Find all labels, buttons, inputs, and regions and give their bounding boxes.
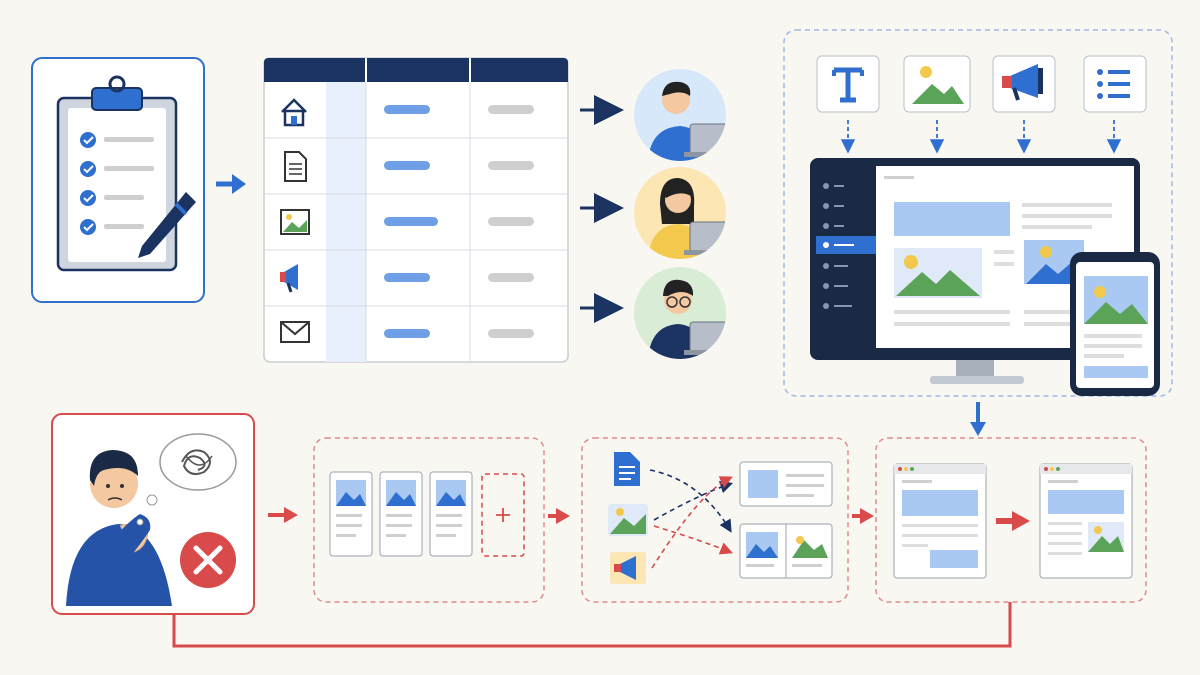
content-card [379,471,423,557]
layout-target [739,523,833,579]
plus-icon [481,473,525,557]
pen-icon [138,192,196,258]
page-stage [875,437,1147,603]
doc-icon [614,452,640,486]
megaphone-icon [280,264,298,293]
arrows-table-to-team [580,95,624,323]
arrow-bottom-1 [268,507,298,523]
content-card [329,471,373,557]
confused-person-icon [66,450,172,606]
card-stage [313,437,545,603]
content-type-icons [816,55,1147,113]
home-icon [281,98,307,127]
megaphone-icon [610,552,646,584]
image-icon [608,504,648,536]
checklist-box [31,57,205,303]
image-icon [280,209,310,235]
table-row [280,321,534,343]
publish-panel [783,29,1173,397]
table-row [280,209,534,235]
layout-target [739,461,833,507]
clipboard-checklist-icon [56,75,196,272]
checklist-items [80,132,154,235]
mapping-stage [581,437,849,603]
page-draft-icon [893,463,987,579]
person-at-laptop-icon [634,69,726,161]
error-x-icon [180,532,236,588]
content-card [429,471,473,557]
return-loop-line [172,602,1012,648]
dashed-arrows-to-monitor [840,120,1122,154]
table-row [280,264,534,293]
table-row [281,98,534,127]
mail-icon [280,321,310,343]
page-final-icon [1039,463,1133,579]
person-at-laptop-icon [634,167,726,259]
text-icon [816,55,880,113]
table-row [284,151,534,182]
person-at-laptop-icon [634,267,726,359]
mobile-phone-icon [1070,252,1160,396]
arrow-checklist-to-table [216,174,246,194]
arrow-publish-to-pages [970,402,986,436]
document-icon [284,151,307,182]
confused-person-box [51,413,255,615]
megaphone-icon [992,55,1056,113]
team-member-3 [634,267,726,359]
tangled-thought-icon [136,433,237,526]
crossing-arrows [649,469,734,569]
list-icon [1083,55,1147,113]
desktop-monitor-icon [810,158,1140,384]
arrow-draft-to-final [996,511,1030,531]
arrow-bottom-2 [548,508,570,524]
team-member-2 [634,167,726,259]
team-member-1 [634,69,726,161]
arrow-bottom-3 [852,508,874,524]
content-table [263,57,569,363]
image-icon [903,55,971,113]
